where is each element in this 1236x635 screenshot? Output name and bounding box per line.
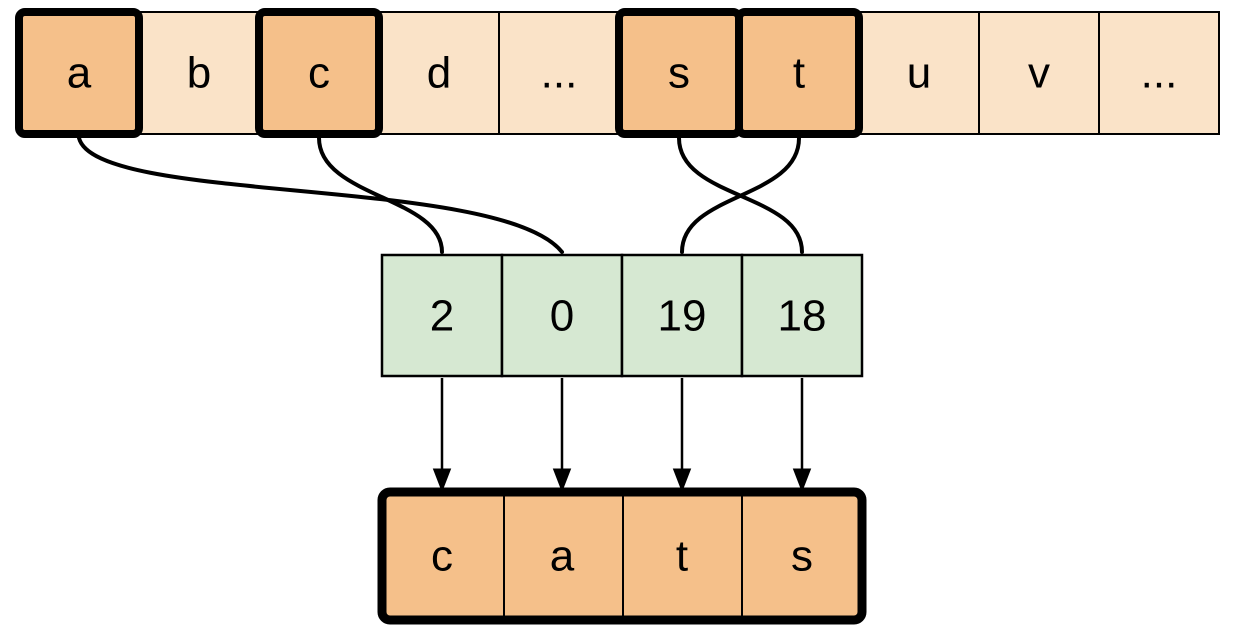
index-cell-2 xyxy=(380,253,504,378)
index-cell-0 xyxy=(500,253,624,378)
alphabet-cell-b xyxy=(138,11,260,135)
alphabet-cell-d xyxy=(378,11,500,135)
alphabet-array: a b c d ... s t u v ... xyxy=(15,8,1220,138)
alphabet-label-a: a xyxy=(67,49,92,98)
output-cell-s xyxy=(741,494,862,618)
alphabet-label-u: u xyxy=(907,49,931,98)
output-label-a: a xyxy=(550,532,575,581)
index-array: 2 0 19 18 xyxy=(380,253,864,378)
output-label-c: c xyxy=(431,532,453,581)
alphabet-cell-t-highlighted xyxy=(735,8,863,138)
alphabet-label-d: d xyxy=(427,49,451,98)
output-array-outline xyxy=(377,487,867,625)
letter-to-index-connectors xyxy=(77,136,804,254)
arrow-index-0 xyxy=(432,378,452,493)
index-label-18: 18 xyxy=(778,292,827,341)
index-to-output-arrows xyxy=(432,378,812,493)
alphabet-label-ellipsis-2: ... xyxy=(1141,49,1178,98)
index-label-0: 0 xyxy=(550,292,574,341)
curve-c-to-index-2 xyxy=(317,136,444,254)
arrow-index-3 xyxy=(792,378,812,493)
output-array: c a t s xyxy=(377,487,867,625)
alphabet-cell-c-highlighted xyxy=(255,8,383,138)
alphabet-cell-ellipsis-2 xyxy=(1098,11,1220,135)
curve-t-to-index-19 xyxy=(680,136,801,254)
alphabet-label-v: v xyxy=(1028,49,1050,98)
alphabet-cell-a-highlighted xyxy=(15,8,143,138)
alphabet-cell-v xyxy=(978,11,1100,135)
index-label-2: 2 xyxy=(430,292,454,341)
arrow-index-1 xyxy=(552,378,572,493)
alphabet-label-ellipsis-1: ... xyxy=(541,49,578,98)
alphabet-label-t: t xyxy=(793,49,805,98)
curve-a-to-index-0 xyxy=(77,136,564,254)
index-label-19: 19 xyxy=(658,292,707,341)
alphabet-cell-ellipsis-1 xyxy=(498,11,620,135)
arrow-index-2 xyxy=(672,378,692,493)
index-cell-18 xyxy=(740,253,864,378)
output-label-t: t xyxy=(676,532,688,581)
output-cell-a xyxy=(503,494,624,618)
alphabet-label-s: s xyxy=(668,49,690,98)
alphabet-label-c: c xyxy=(308,49,330,98)
output-cell-t xyxy=(622,494,743,618)
alphabet-label-b: b xyxy=(187,49,211,98)
output-label-s: s xyxy=(791,532,813,581)
